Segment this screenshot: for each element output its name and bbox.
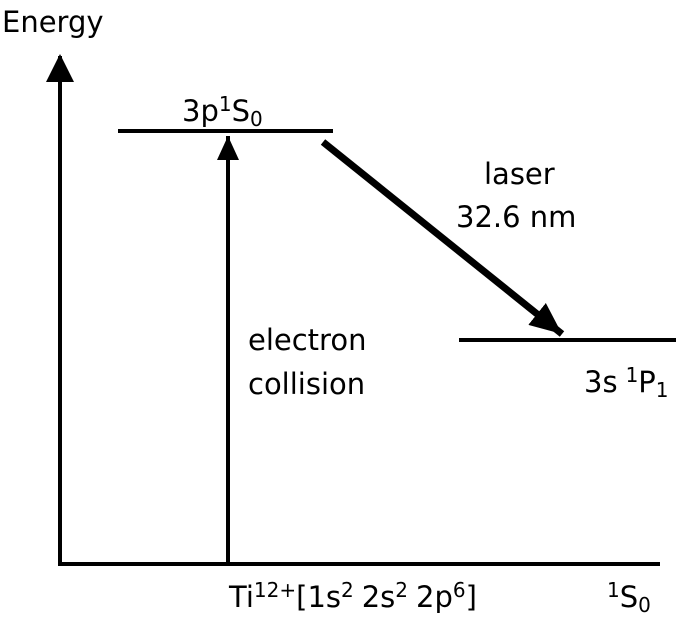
lower-level-term: P xyxy=(638,365,656,399)
laser-label: laser xyxy=(484,157,555,191)
lower-level-multiplicity: 1 xyxy=(625,363,639,387)
ground-term-multiplicity: 1 xyxy=(607,578,620,602)
ground-state-term: 1S0 xyxy=(607,580,651,615)
laser-transition-arrow xyxy=(320,139,565,337)
config-2p-occupancy: 6 xyxy=(452,578,466,602)
upper-level-label: 3p1S0 xyxy=(182,94,263,129)
lower-level-orbital: 3s xyxy=(584,365,618,399)
upper-level-orbital: 3p xyxy=(182,94,219,128)
upper-level-term: S xyxy=(231,94,251,128)
config-2p: 2p xyxy=(416,580,453,614)
config-1s: 1s xyxy=(307,580,341,614)
excitation-label-line2: collision xyxy=(248,367,366,401)
energy-axis-label: Energy xyxy=(2,5,104,39)
config-close-bracket: ] xyxy=(465,580,477,614)
upper-level-j: 0 xyxy=(250,107,263,131)
ion-symbol: Ti xyxy=(229,580,254,614)
lower-level-j: 1 xyxy=(655,378,669,402)
config-2s: 2s xyxy=(361,580,396,614)
upper-level-multiplicity: 1 xyxy=(218,92,232,116)
ground-term-symbol: S xyxy=(619,580,639,614)
config-open-bracket: [ xyxy=(296,580,308,614)
ion-charge: 12+ xyxy=(253,578,297,602)
config-1s-occupancy: 2 xyxy=(341,578,354,602)
config-2s-occupancy: 2 xyxy=(395,578,409,602)
laser-wavelength-label: 32.6 nm xyxy=(456,200,577,234)
ground-term-j: 0 xyxy=(638,593,651,617)
excitation-label-line1: electron xyxy=(248,323,367,357)
lower-level-label: 3s 1P1 xyxy=(584,365,669,400)
